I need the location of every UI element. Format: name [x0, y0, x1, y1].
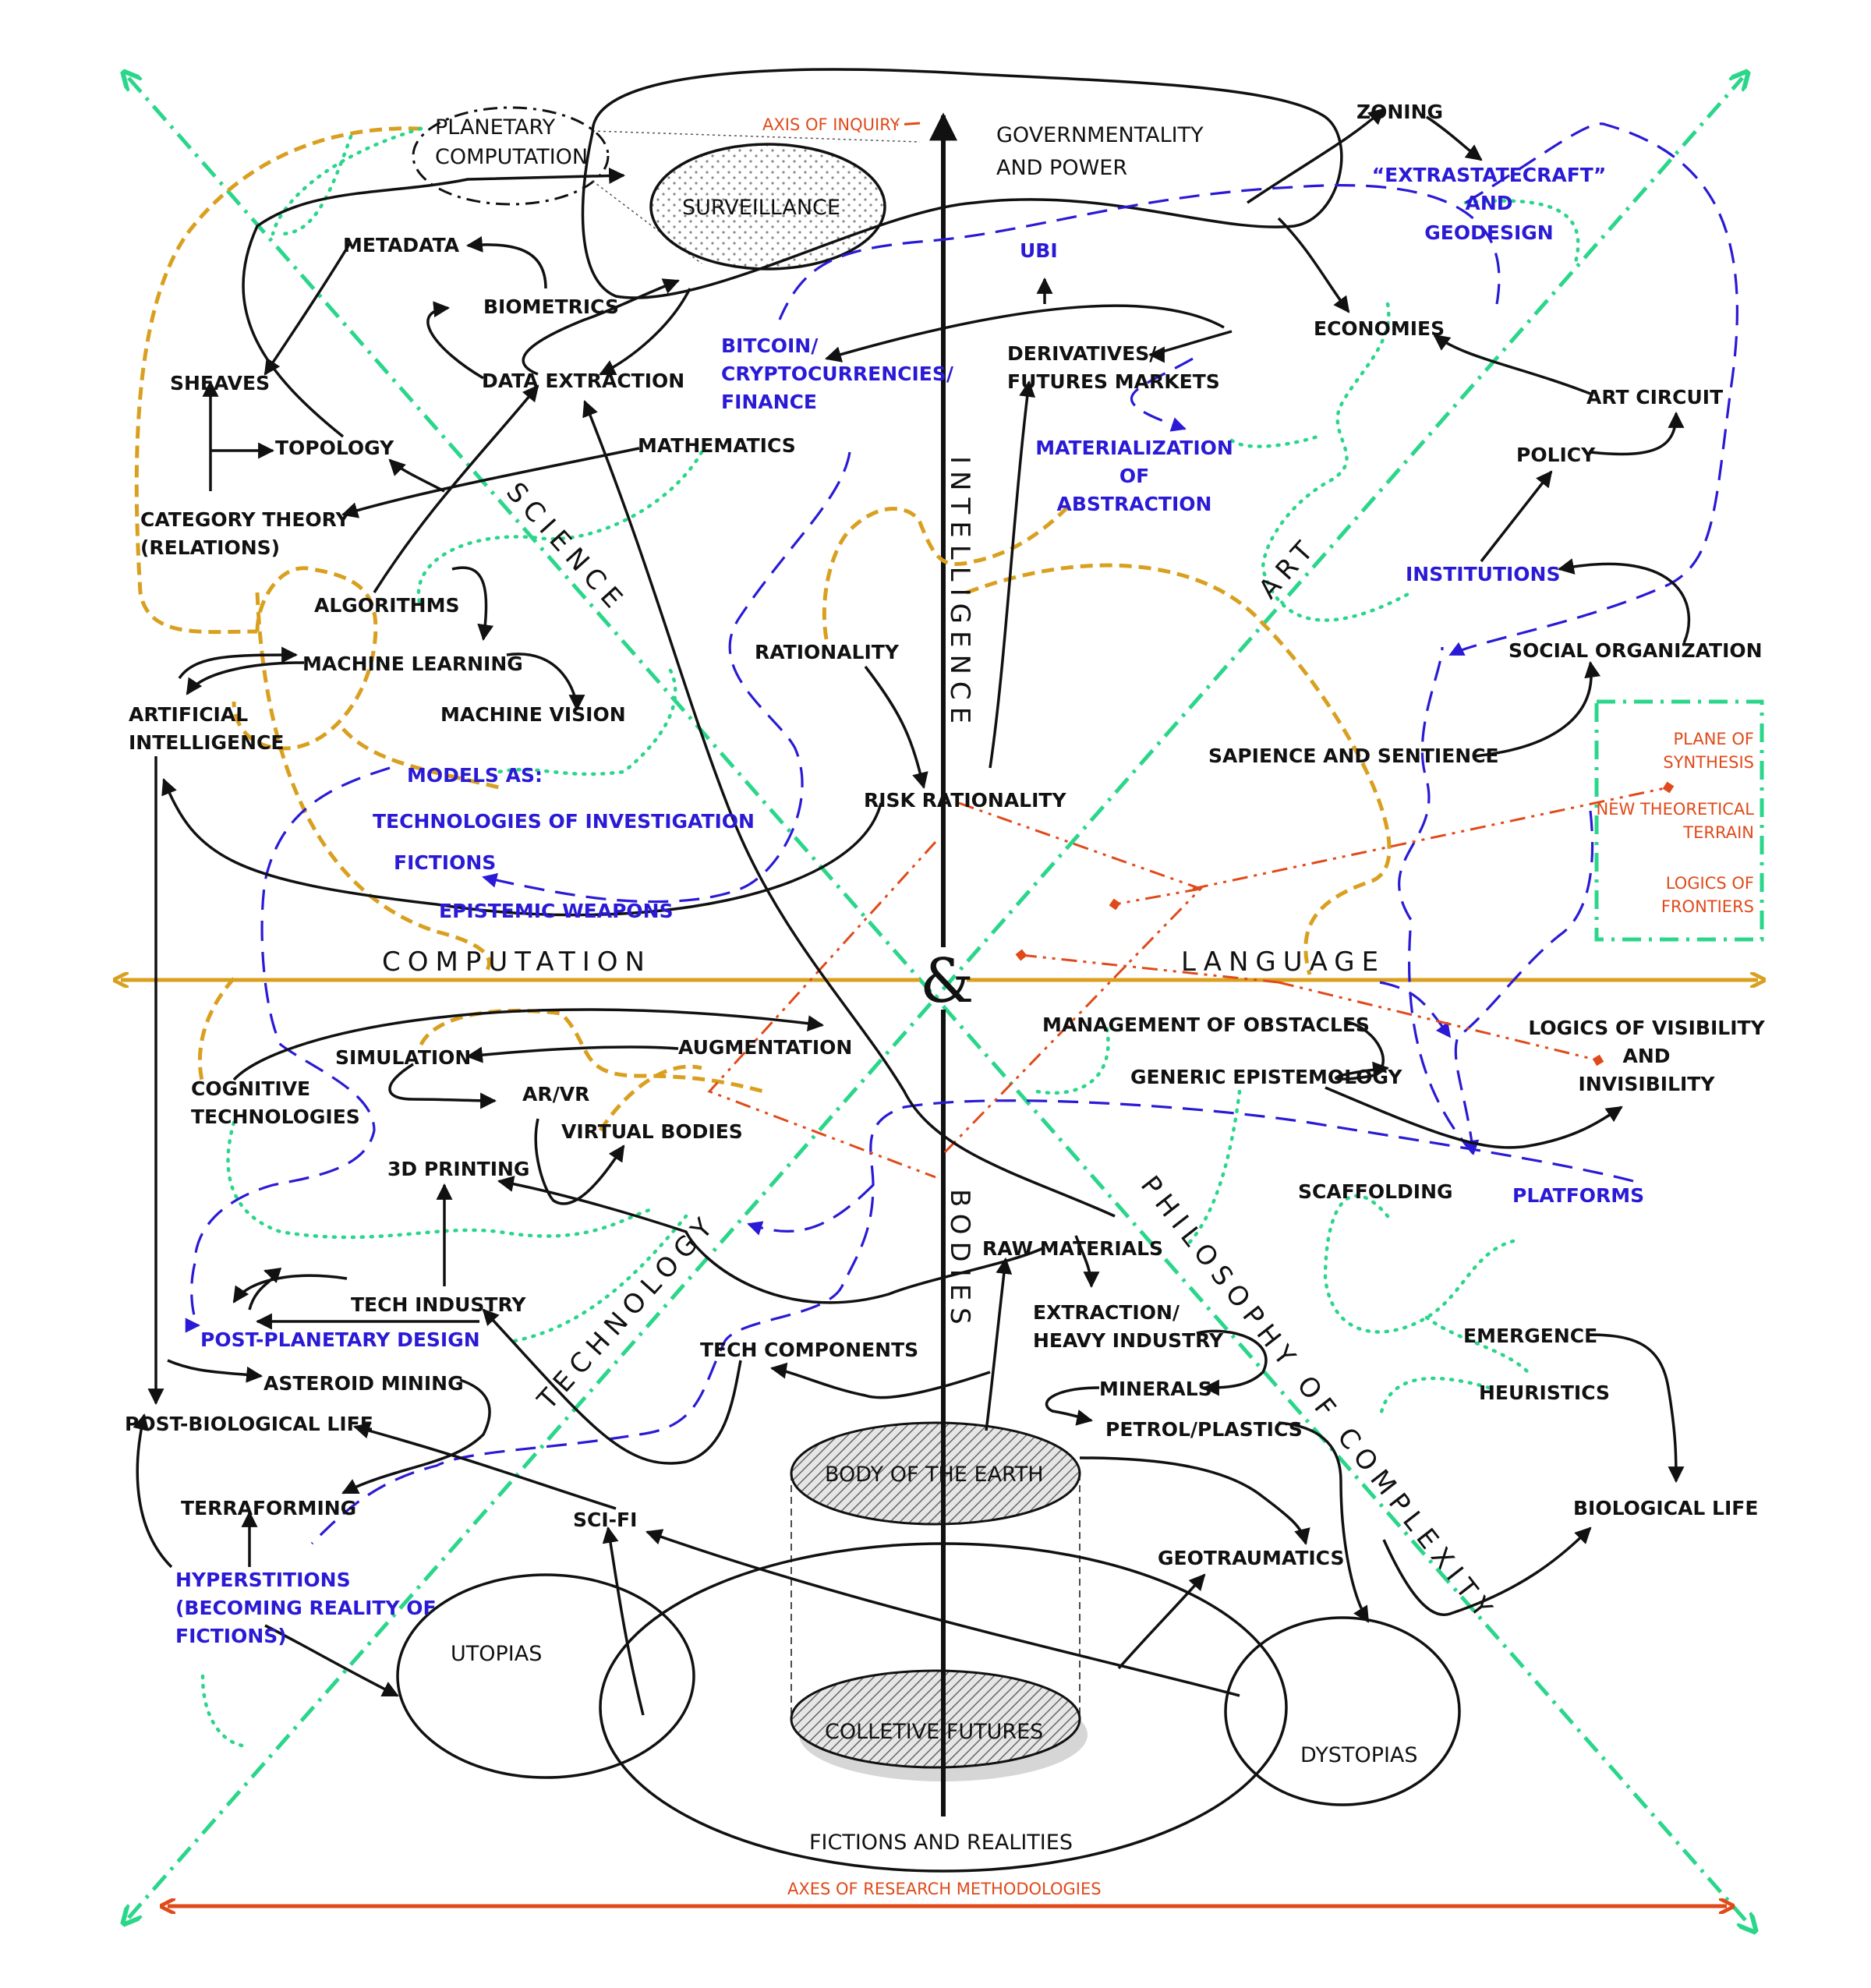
node-surveillance: SURVEILLANCE [682, 196, 840, 220]
node-post-biological-life: POST-BIOLOGICAL LIFE [125, 1413, 373, 1435]
axis-computation: COMPUTATION [382, 946, 652, 978]
node-platforms: PLATFORMS [1512, 1184, 1644, 1207]
node-simulation: SIMULATION [335, 1046, 471, 1069]
node-art-circuit: ART CIRCUIT [1586, 386, 1723, 409]
node-sci-fi: SCI-FI [573, 1509, 637, 1531]
node-biological-life: BIOLOGICAL LIFE [1573, 1497, 1758, 1519]
node-terraforming: TERRAFORMING [181, 1497, 356, 1519]
node-mathematics: MATHEMATICS [638, 434, 796, 457]
node-bitcoin: BITCOIN/CRYPTOCURRENCIES/FINANCE [721, 334, 954, 413]
node-social-organization: SOCIAL ORGANIZATION [1508, 639, 1763, 662]
node-algorithms: ALGORITHMS [314, 594, 459, 617]
node-fictions-and-realities: FICTIONS AND REALITIES [809, 1831, 1073, 1855]
node-data-extraction: DATA EXTRACTION [482, 370, 684, 392]
collective-futures-ellipse [790, 1669, 1081, 1769]
node-ubi: UBI [1020, 239, 1058, 262]
node-technologies-of-investigation: TECHNOLOGIES OF INVESTIGATION [373, 810, 755, 833]
node-institutions: INSTITUTIONS [1406, 563, 1560, 585]
node-post-planetary-design: POST-PLANETARY DESIGN [200, 1328, 480, 1351]
dystopias-ellipse [1224, 1616, 1461, 1806]
green-connections [200, 126, 1580, 1749]
orange-connections [707, 122, 1675, 1179]
node-biometrics: BIOMETRICS [483, 295, 619, 318]
node-tech-industry: TECH INDUSTRY [351, 1293, 526, 1316]
node-extraction: EXTRACTION/HEAVY INDUSTRY [1033, 1301, 1224, 1352]
axis-technology: TECHNOLOGY [531, 1208, 723, 1417]
node-management-of-obstacles: MANAGEMENT OF OBSTACLES [1042, 1013, 1370, 1036]
node-fictions: FICTIONS [394, 851, 496, 874]
node-virtual-bodies: VIRTUAL BODIES [561, 1120, 743, 1143]
node-petrol-plastics: PETROL/PLASTICS [1105, 1418, 1303, 1441]
node-category-theory: CATEGORY THEORY(RELATIONS) [140, 508, 351, 559]
node-generic-epistemology: GENERIC EPISTEMOLOGY [1130, 1066, 1402, 1088]
node-raw-materials: RAW MATERIALS [982, 1237, 1163, 1260]
node-geotraumatics: GEOTRAUMATICS [1158, 1547, 1345, 1569]
node-heuristics: HEURISTICS [1479, 1381, 1610, 1404]
node-sheaves: SHEAVES [170, 372, 270, 394]
node-body-of-the-earth: BODY OF THE EARTH [825, 1463, 1044, 1487]
node-economies: ECONOMIES [1314, 317, 1445, 340]
node-minerals: MINERALS [1099, 1378, 1212, 1400]
node-rationality: RATIONALITY [755, 641, 900, 663]
node-utopias: UTOPIAS [451, 1642, 542, 1666]
annotations: AXIS OF INQUIRY AXES OF RESEARCH METHODO… [762, 115, 1754, 1898]
node-dystopias: DYSTOPIAS [1300, 1743, 1418, 1767]
node-sapience: SAPIENCE AND SENTIENCE [1208, 745, 1499, 767]
node-machine-learning: MACHINE LEARNING [302, 653, 523, 675]
axis-center-ampersand: & [920, 946, 974, 1017]
node-emergence: EMERGENCE [1463, 1325, 1597, 1347]
methodology-axes [121, 78, 1762, 1926]
plane-of-synthesis-box [1594, 699, 1764, 942]
node-machine-vision: MACHINE VISION [440, 703, 626, 726]
research-methodologies-label: AXES OF RESEARCH METHODOLOGIES [787, 1880, 1102, 1898]
utopias-ellipse [396, 1573, 695, 1779]
axis-science: SCIENCE [500, 476, 633, 619]
node-topology: TOPOLOGY [275, 437, 394, 459]
axis-intelligence: INTELLIGENCE [944, 456, 975, 730]
axis-language: LANGUAGE [1181, 946, 1385, 978]
node-tech-components: TECH COMPONENTS [700, 1339, 918, 1361]
blue-connections [185, 122, 1738, 1545]
black-connections [133, 108, 1691, 1716]
node-3d-printing: 3D PRINTING [387, 1158, 529, 1180]
node-asteroid-mining: ASTEROID MINING [263, 1372, 464, 1395]
node-derivatives: DERIVATIVES/FUTURES MARKETS [1007, 342, 1220, 393]
node-augmentation: AUGMENTATION [678, 1036, 852, 1059]
node-metadata: METADATA [343, 234, 460, 256]
technology-art-diagonal [129, 78, 1742, 1918]
axis-of-inquiry-label: AXIS OF INQUIRY [762, 115, 900, 134]
node-risk-rationality: RISK RATIONALITY [864, 789, 1066, 812]
node-collective-futures: COLLETIVE FUTURES [825, 1720, 1043, 1744]
node-epistemic-weapons: EPISTEMIC WEAPONS [439, 900, 674, 922]
node-ar-vr: AR/VR [522, 1083, 589, 1105]
node-scaffolding: SCAFFOLDING [1298, 1180, 1453, 1203]
node-zoning: ZONING [1356, 101, 1443, 123]
axis-bodies: BODIES [944, 1189, 975, 1332]
node-policy: POLICY [1516, 444, 1596, 466]
node-models-as: MODELS AS: [407, 764, 543, 787]
